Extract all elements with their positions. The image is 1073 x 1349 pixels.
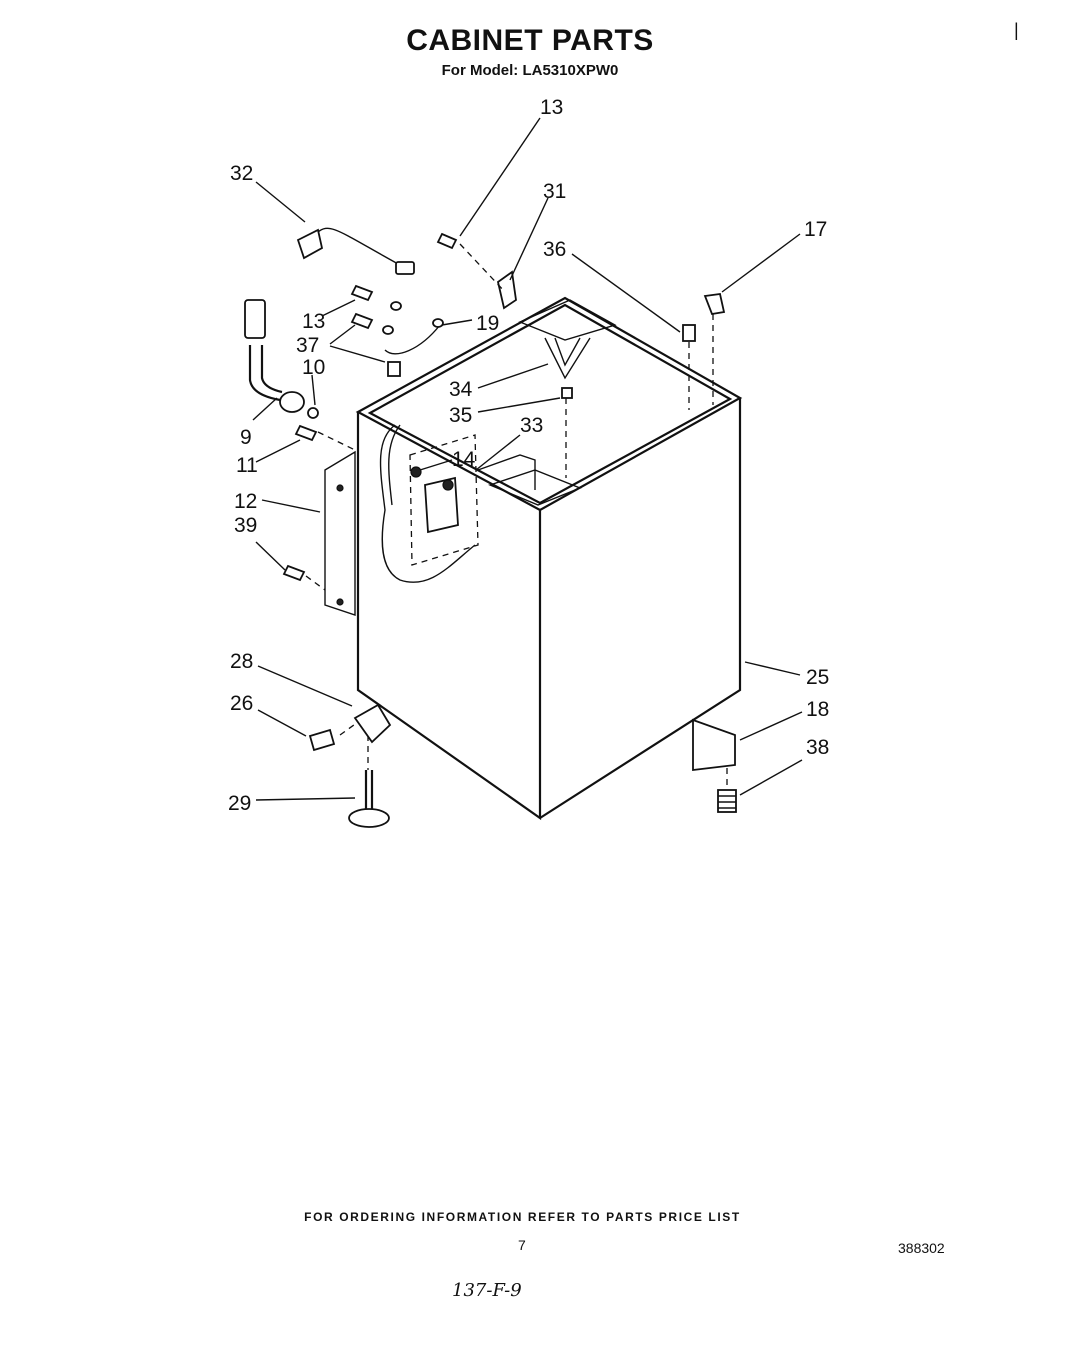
callout-13-top: 13: [540, 96, 563, 119]
wire-harness: [379, 324, 476, 583]
screws: [282, 232, 696, 582]
drain-hose: [244, 299, 319, 419]
document-number: 388302: [898, 1240, 945, 1256]
callout-33: 33: [520, 414, 543, 437]
callout-39: 39: [234, 514, 257, 537]
callout-38: 38: [806, 736, 829, 759]
cabinet-body: [355, 296, 743, 821]
callout-17: 17: [804, 218, 827, 241]
callout-18: 18: [806, 698, 829, 721]
callout-13-left: 13: [302, 310, 325, 333]
callout-32: 32: [230, 162, 253, 185]
power-cord: [296, 227, 415, 275]
clips: [496, 270, 726, 316]
leader-lines: [252, 117, 803, 801]
callout-31: 31: [543, 180, 566, 203]
callout-9: 9: [240, 426, 252, 449]
callout-26: 26: [230, 692, 253, 715]
corner-mark: |: [1014, 20, 1019, 40]
page-number: 7: [518, 1237, 526, 1253]
callout-28: 28: [230, 650, 253, 673]
timer-bracket: [409, 434, 536, 566]
model-subtitle: For Model: LA5310XPW0: [441, 62, 619, 79]
top-corner-brackets: [488, 299, 617, 506]
callout-35: 35: [449, 404, 472, 427]
callout-37: 37: [296, 334, 319, 357]
callout-29: 29: [228, 792, 251, 815]
side-bracket: [324, 450, 356, 616]
callout-14: 14: [452, 448, 476, 471]
page-title: CABINET PARTS: [406, 24, 654, 57]
callout-10: 10: [302, 356, 325, 379]
ordering-info-note: FOR ORDERING INFORMATION REFER TO PARTS …: [304, 1210, 741, 1224]
callout-34: 34: [449, 378, 473, 401]
callout-36: 36: [543, 238, 566, 261]
assembly-lines: [305, 243, 728, 790]
rear-leg-assembly: [692, 718, 737, 813]
handwritten-note: 137-F-9: [452, 1280, 522, 1301]
callout-11: 11: [236, 454, 258, 477]
front-leg-assembly: [308, 703, 392, 828]
callout-12: 12: [234, 490, 257, 513]
callout-25: 25: [806, 666, 829, 689]
callout-19: 19: [476, 312, 499, 335]
